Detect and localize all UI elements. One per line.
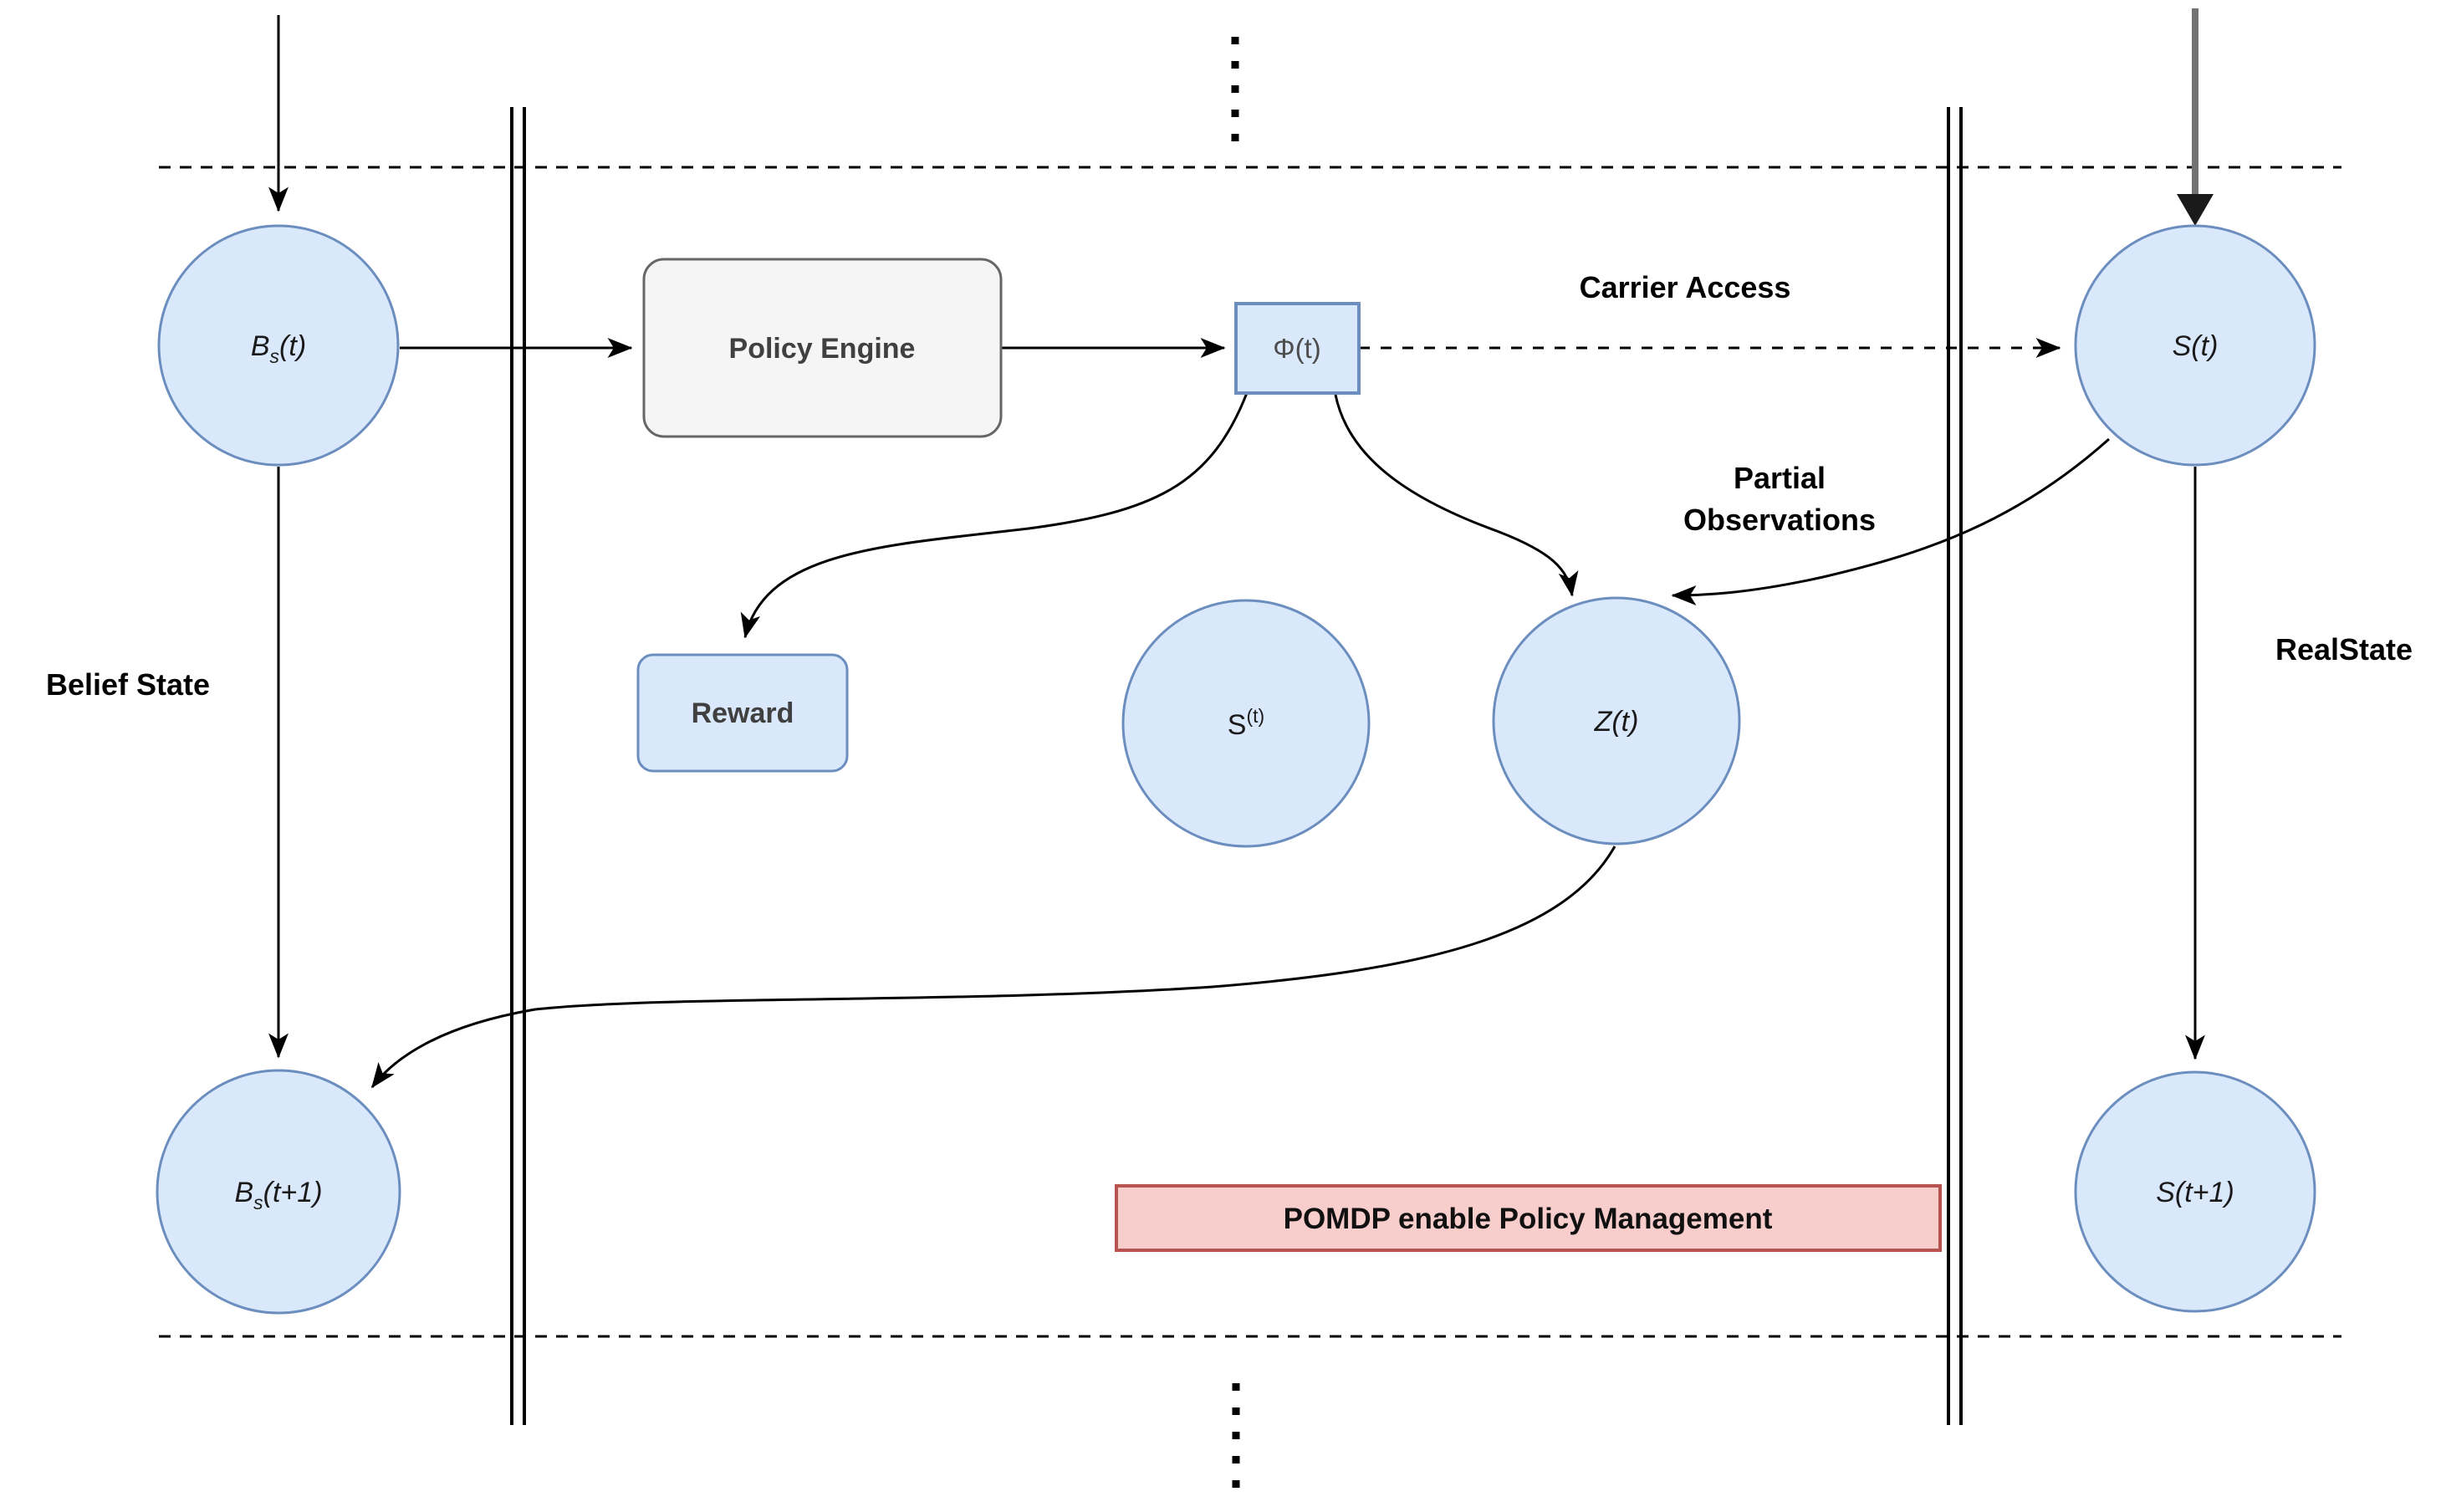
node-belief-t1 bbox=[156, 1069, 401, 1315]
node-state-t bbox=[2074, 224, 2316, 467]
node-state-internal bbox=[1121, 599, 1371, 848]
label-state-internal: S(t) bbox=[1228, 705, 1264, 741]
label-reward: Reward bbox=[692, 697, 794, 729]
curve-state-to-observation bbox=[1671, 437, 2110, 605]
left-double-rail bbox=[510, 107, 526, 1425]
label-partial-observations-line2: Observations bbox=[1683, 503, 1876, 537]
thick-arrowhead-into-state-t bbox=[2177, 194, 2214, 226]
curve-observation-to-belief-t1 bbox=[370, 845, 1616, 1089]
label-banner: POMDP enable Policy Management bbox=[1284, 1203, 1773, 1235]
label-belief-state: Belief State bbox=[46, 667, 210, 702]
right-double-rail bbox=[1947, 107, 1963, 1425]
reward-box bbox=[636, 653, 849, 773]
label-policy-engine: Policy Engine bbox=[729, 333, 916, 365]
node-observation bbox=[1492, 596, 1741, 845]
policy-engine-box bbox=[642, 258, 1003, 438]
label-belief-t: Bs(t) bbox=[251, 330, 306, 367]
node-belief-t bbox=[157, 224, 400, 467]
node-state-t1 bbox=[2074, 1070, 2316, 1313]
label-action: Φ(t) bbox=[1273, 333, 1320, 364]
curve-action-to-reward bbox=[740, 392, 1249, 639]
curve-action-to-observation bbox=[1334, 394, 1579, 597]
label-belief-t1: Bs(t+1) bbox=[234, 1177, 322, 1213]
label-real-state: RealState bbox=[2275, 632, 2413, 667]
banner-box bbox=[1115, 1184, 1942, 1252]
label-state-t1: S(t+1) bbox=[2156, 1177, 2234, 1208]
action-box bbox=[1234, 302, 1361, 395]
label-state-t: S(t) bbox=[2173, 330, 2219, 362]
label-carrier-access: Carrier Access bbox=[1580, 270, 1791, 304]
label-partial-observations-line1: Partial bbox=[1734, 461, 1826, 495]
label-observation: Z(t) bbox=[1594, 706, 1639, 738]
